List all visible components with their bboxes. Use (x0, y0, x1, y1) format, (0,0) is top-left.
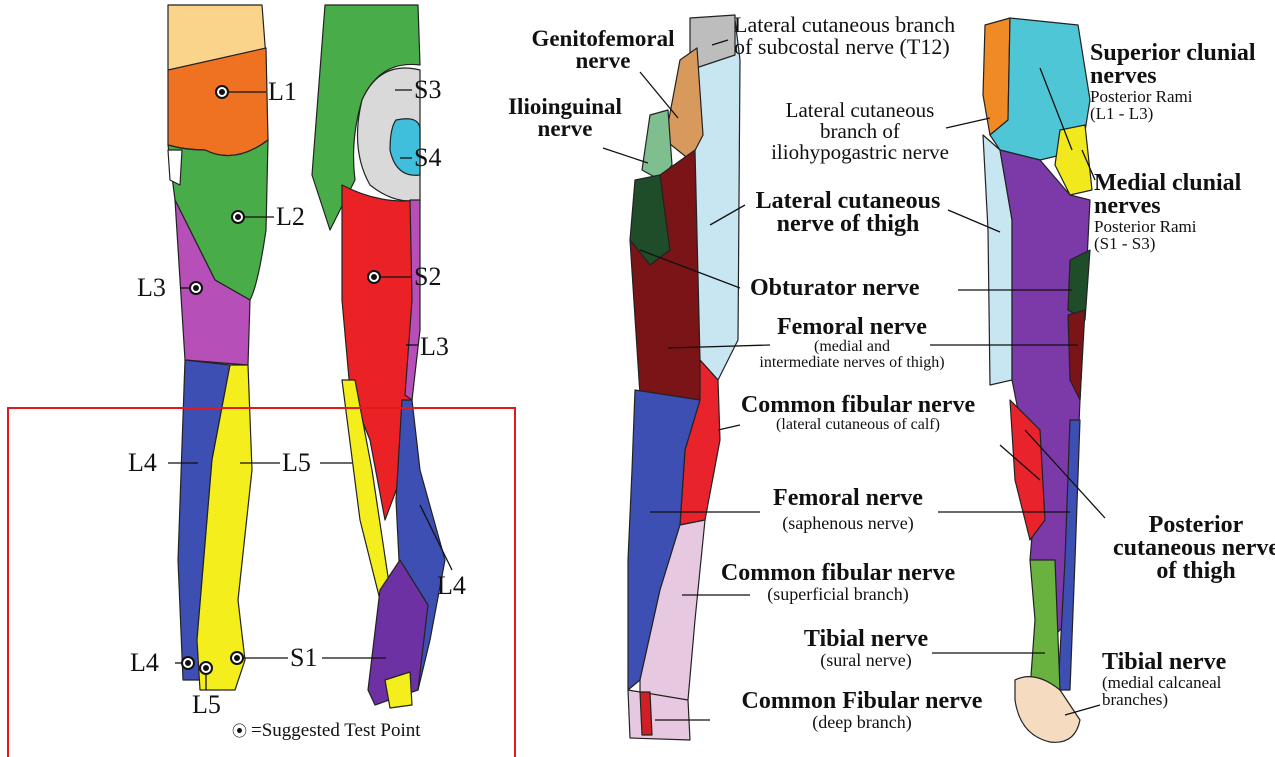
label-femoral-saphenous: Femoral nerve (saphenous nerve) (773, 487, 923, 532)
label-s2: S2 (414, 264, 441, 290)
label-lateral-cutaneous-subcostal: Lateral cutaneous branchof subcostal ner… (734, 14, 955, 58)
label-l3-front: L3 (137, 275, 166, 301)
label-femoral-thigh: Femoral nerve (medial and intermediate n… (759, 316, 944, 371)
label-l3-back: L3 (420, 334, 449, 360)
label-ilioinguinal: Ilioinguinalnerve (508, 96, 622, 140)
label-tibial-sural: Tibial nerve (sural nerve) (804, 628, 928, 669)
label-common-fibular-deep: Common Fibular nerve (deep branch) (742, 690, 983, 731)
label-common-fibular-superficial: Common fibular nerve (superficial branch… (721, 562, 955, 603)
label-lateral-cutaneous-iliohypogastric: Lateral cutaneousbranch ofiliohypogastri… (771, 100, 949, 163)
skin-front-left-hip (168, 150, 182, 185)
posterior-peripheral-nerves (983, 18, 1092, 742)
label-s3: S3 (414, 77, 441, 103)
label-tibial-calcaneal: Tibial nerve (medial calcaneal branches) (1102, 651, 1226, 708)
label-common-fibular-lateral: Common fibular nerve (lateral cutaneous … (741, 394, 975, 433)
label-l1: L1 (268, 79, 297, 105)
label-superior-clunial: Superior clunial nerves Posterior Rami (… (1090, 42, 1256, 122)
label-posterior-cutaneous-thigh: Posteriorcutaneous nerveof thigh (1113, 514, 1275, 582)
region-obturator-back (1068, 250, 1090, 320)
label-medial-clunial: Medial clunial nerves Posterior Rami (S1… (1094, 172, 1241, 252)
selection-highlight-box (7, 407, 516, 757)
anterior-peripheral-nerves (628, 15, 740, 740)
region-deep-fibular (640, 692, 652, 735)
label-s4: S4 (414, 145, 441, 171)
label-l2: L2 (276, 204, 305, 230)
label-genitofemoral: Genitofemoralnerve (531, 28, 674, 72)
label-obturator: Obturator nerve (750, 277, 920, 300)
label-lateral-cutaneous-thigh: Lateral cutaneousnerve of thigh (756, 190, 941, 236)
region-iliohypogastric-back (983, 18, 1010, 135)
